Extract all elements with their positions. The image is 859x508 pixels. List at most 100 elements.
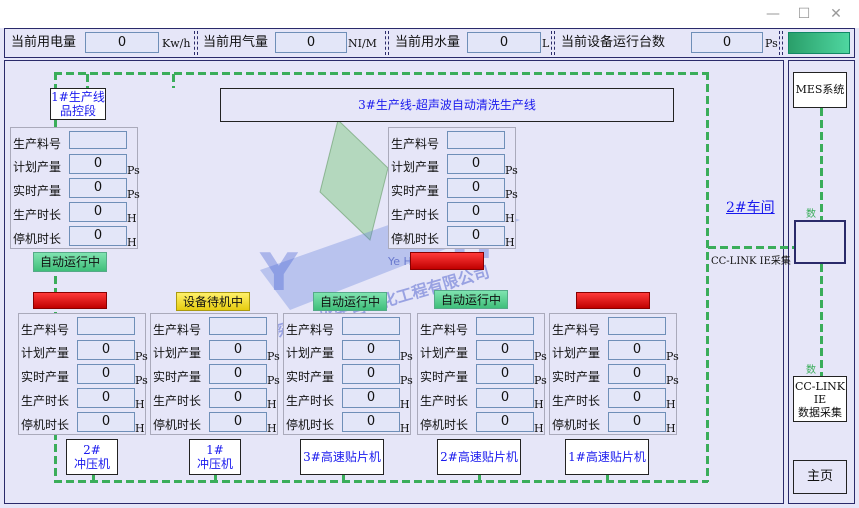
network-line bbox=[54, 480, 708, 483]
real-unit: Ps bbox=[135, 374, 148, 387]
home-button[interactable]: 主页 bbox=[793, 460, 847, 494]
plan-label: 计划产量 bbox=[13, 160, 62, 174]
time-label: 生产时长 bbox=[552, 394, 601, 408]
electric-label: 当前用电量 bbox=[11, 35, 77, 50]
status-alarm bbox=[33, 292, 107, 309]
machine-label-m5[interactable]: 1#高速贴片机 bbox=[565, 439, 649, 475]
close-icon[interactable]: ✕ bbox=[830, 6, 842, 22]
real-unit: Ps bbox=[505, 188, 518, 201]
real-value: 0 bbox=[447, 178, 505, 198]
production-panel-upper-left: 生产料号 计划产量 0 Ps 实时产量 0 Ps 生产时长 0 H 停机时长 0… bbox=[10, 127, 140, 249]
time-value: 0 bbox=[69, 202, 127, 222]
machine-label-m3[interactable]: 3#高速贴片机 bbox=[300, 439, 384, 475]
status-alarm bbox=[410, 252, 484, 270]
plan-unit: Ps bbox=[127, 164, 140, 177]
production-panel-upper-right: 生产料号 计划产量 0 Ps 实时产量 0 Ps 生产时长 0 H 停机时长 0… bbox=[388, 127, 518, 249]
stop-label: 停机时长 bbox=[420, 418, 469, 432]
material-label: 生产料号 bbox=[286, 323, 335, 337]
time-unit: H bbox=[505, 212, 515, 225]
real-label: 实时产量 bbox=[552, 370, 601, 384]
material-label: 生产料号 bbox=[13, 137, 62, 151]
network-line bbox=[478, 474, 481, 482]
separator bbox=[194, 31, 198, 55]
water-label: 当前用水量 bbox=[395, 35, 461, 50]
time-label: 生产时长 bbox=[391, 208, 440, 222]
mes-system-button[interactable]: MES系统 bbox=[793, 72, 847, 108]
material-label: 生产料号 bbox=[552, 323, 601, 337]
stop-value: 0 bbox=[342, 412, 400, 432]
material-label: 生产料号 bbox=[153, 323, 202, 337]
electric-unit: Kw/h bbox=[162, 37, 191, 50]
time-label: 生产时长 bbox=[286, 394, 335, 408]
time-value: 0 bbox=[342, 388, 400, 408]
line3-title[interactable]: 3#生产线-超声波自动清洗生产线 bbox=[220, 88, 674, 122]
plan-value: 0 bbox=[209, 340, 267, 360]
plan-label: 计划产量 bbox=[21, 346, 70, 360]
stop-unit: H bbox=[534, 422, 544, 435]
machine-label-m2[interactable]: 1# 冲压机 bbox=[189, 439, 241, 475]
network-line bbox=[92, 474, 95, 482]
time-value: 0 bbox=[608, 388, 666, 408]
real-value: 0 bbox=[77, 364, 135, 384]
stop-unit: H bbox=[400, 422, 410, 435]
real-unit: Ps bbox=[534, 374, 547, 387]
time-value: 0 bbox=[209, 388, 267, 408]
separator bbox=[779, 31, 783, 55]
real-value: 0 bbox=[209, 364, 267, 384]
data-label: 数 bbox=[806, 365, 816, 376]
status-standby: 设备待机中 bbox=[176, 292, 250, 311]
real-value: 0 bbox=[476, 364, 534, 384]
window-titlebar: — ☐ ✕ bbox=[0, 0, 859, 28]
gas-unit: NI/M bbox=[348, 37, 377, 50]
plan-value: 0 bbox=[342, 340, 400, 360]
status-auto-running: 自动运行中 bbox=[313, 292, 387, 311]
network-line bbox=[706, 72, 709, 482]
stop-value: 0 bbox=[209, 412, 267, 432]
running-value: 0 bbox=[691, 32, 763, 53]
network-line bbox=[708, 246, 796, 249]
real-unit: Ps bbox=[127, 188, 140, 201]
production-panel-m4: 生产料号 计划产量 0 Ps 实时产量 0 Ps 生产时长 0 H 停机时长 0… bbox=[417, 313, 547, 435]
stop-value: 0 bbox=[69, 226, 127, 246]
stop-label: 停机时长 bbox=[153, 418, 202, 432]
real-value: 0 bbox=[342, 364, 400, 384]
switch-box bbox=[794, 220, 846, 264]
cclink-label: CC-LINK IE采集 bbox=[711, 256, 791, 267]
real-unit: Ps bbox=[267, 374, 280, 387]
machine-label-m1[interactable]: 2# 冲压机 bbox=[66, 439, 118, 475]
cclink-data-button[interactable]: CC-LINK IE 数据采集 bbox=[793, 376, 847, 422]
network-line bbox=[54, 72, 708, 75]
status-alarm bbox=[576, 292, 650, 309]
material-value bbox=[608, 317, 666, 335]
water-unit: L bbox=[542, 37, 550, 50]
time-unit: H bbox=[127, 212, 137, 225]
line1-label[interactable]: 1#生产线 品控段 bbox=[50, 88, 106, 120]
network-line bbox=[820, 108, 823, 220]
gas-label: 当前用气量 bbox=[203, 35, 269, 50]
material-value bbox=[342, 317, 400, 335]
material-label: 生产料号 bbox=[391, 137, 440, 151]
plan-unit: Ps bbox=[135, 350, 148, 363]
status-auto-running: 自动运行中 bbox=[33, 252, 107, 272]
stop-unit: H bbox=[505, 236, 515, 249]
stop-label: 停机时长 bbox=[552, 418, 601, 432]
production-panel-m2: 生产料号 计划产量 0 Ps 实时产量 0 Ps 生产时长 0 H 停机时长 0… bbox=[150, 313, 280, 435]
production-panel-m1: 生产料号 计划产量 0 Ps 实时产量 0 Ps 生产时长 0 H 停机时长 0… bbox=[18, 313, 148, 435]
time-label: 生产时长 bbox=[13, 208, 62, 222]
stop-value: 0 bbox=[77, 412, 135, 432]
status-auto-running: 自动运行中 bbox=[434, 290, 508, 309]
stop-label: 停机时长 bbox=[286, 418, 335, 432]
plan-unit: Ps bbox=[534, 350, 547, 363]
machine-label-m4[interactable]: 2#高速贴片机 bbox=[437, 439, 521, 475]
real-label: 实时产量 bbox=[286, 370, 335, 384]
maximize-icon[interactable]: ☐ bbox=[797, 6, 811, 22]
stop-unit: H bbox=[666, 422, 676, 435]
separator bbox=[551, 31, 555, 55]
workshop-label[interactable]: 2#车间 bbox=[726, 200, 775, 216]
real-label: 实时产量 bbox=[391, 184, 440, 198]
material-value bbox=[77, 317, 135, 335]
minimize-icon[interactable]: — bbox=[766, 6, 780, 22]
real-unit: Ps bbox=[400, 374, 413, 387]
plan-label: 计划产量 bbox=[391, 160, 440, 174]
running-unit: Ps bbox=[765, 37, 778, 50]
